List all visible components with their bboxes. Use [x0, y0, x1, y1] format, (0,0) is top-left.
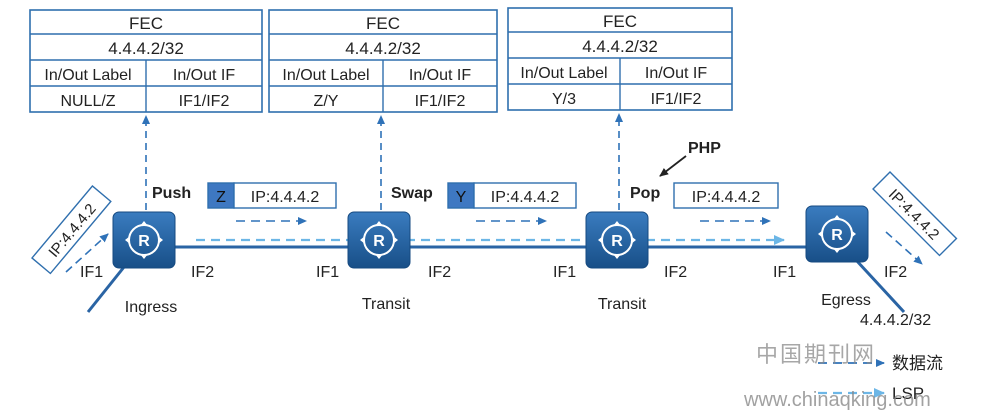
if-header: In/Out IF	[173, 67, 235, 84]
legend-lsp-label: LSP	[892, 384, 924, 403]
label-header: In/Out Label	[44, 67, 131, 84]
fec-value: 4.4.4.2/32	[108, 39, 184, 58]
if-header: In/Out IF	[409, 67, 471, 84]
packet-ip: IP:4.4.4.2	[692, 189, 761, 206]
router-icon: R	[138, 233, 150, 250]
if-value: IF1/IF2	[179, 93, 230, 110]
watermark-url: www.chinaqking.com	[743, 389, 931, 411]
egress-if-in: IF1	[773, 264, 796, 281]
fec-value: 4.4.4.2/32	[345, 39, 421, 58]
label-header: In/Out Label	[520, 65, 607, 82]
router-egress[interactable]: R	[805, 205, 869, 263]
packet-label: Z	[216, 189, 226, 206]
router-name-ingress: Ingress	[125, 299, 177, 316]
fec-header: FEC	[129, 14, 163, 33]
label-value: Y/3	[552, 91, 576, 108]
packet-ingress-in: IP:4.4.4.2	[31, 185, 112, 275]
packet-egress-out: IP:4.4.4.2	[872, 171, 958, 257]
router-transit-2[interactable]: R	[585, 211, 649, 269]
egress-if-out: IF2	[884, 264, 907, 281]
watermark-cn: 中国期刊网	[756, 342, 876, 367]
router-icon: R	[611, 233, 623, 250]
op-pop: Pop	[630, 185, 660, 202]
router-icon: R	[373, 233, 385, 250]
router-name-transit-2: Transit	[598, 296, 647, 313]
ingress-if-out: IF2	[191, 264, 214, 281]
packet-link-1: Z IP:4.4.4.2	[207, 182, 337, 209]
op-push: Push	[152, 185, 191, 202]
packet-ip: IP:4.4.4.2	[251, 189, 320, 206]
egress-prefix: 4.4.4.2/32	[860, 312, 931, 329]
label-header: In/Out Label	[282, 67, 369, 84]
ingress-if-in: IF1	[80, 264, 103, 281]
op-swap: Swap	[391, 185, 433, 202]
php-label: PHP	[688, 140, 721, 157]
label-value: Z/Y	[314, 93, 339, 110]
flow-arrow-egress-out	[885, 231, 923, 265]
php-pointer-arrow	[659, 155, 687, 177]
flow-arrow-ingress-in	[65, 233, 109, 273]
router-name-transit-1: Transit	[362, 296, 411, 313]
fec-value: 4.4.4.2/32	[582, 37, 658, 56]
transit1-if-out: IF2	[428, 264, 451, 281]
egress-downlink	[854, 258, 906, 314]
packet-link-3: IP:4.4.4.2	[673, 182, 779, 209]
fec-table-3: FEC 4.4.4.2/32 In/Out Label In/Out IF Y/…	[507, 7, 733, 111]
packet-label: Y	[456, 189, 467, 206]
if-header: In/Out IF	[645, 65, 707, 82]
if-value: IF1/IF2	[415, 93, 466, 110]
packet-ip: IP:4.4.4.2	[491, 189, 560, 206]
fec-header: FEC	[603, 12, 637, 31]
legend-data-flow-label: 数据流	[892, 354, 943, 373]
transit1-if-in: IF1	[316, 264, 339, 281]
fec-table-1: FEC 4.4.4.2/32 In/Out Label In/Out IF NU…	[29, 9, 263, 113]
transit2-if-out: IF2	[664, 264, 687, 281]
packet-ip: IP:4.4.4.2	[885, 186, 942, 243]
router-ingress[interactable]: R	[112, 211, 176, 269]
fec-table-2: FEC 4.4.4.2/32 In/Out Label In/Out IF Z/…	[268, 9, 498, 113]
transit2-if-in: IF1	[553, 264, 576, 281]
ingress-uplink	[86, 261, 130, 313]
packet-link-2: Y IP:4.4.4.2	[447, 182, 577, 209]
fec-header: FEC	[366, 14, 400, 33]
router-name-egress: Egress	[821, 292, 871, 309]
router-icon: R	[831, 227, 843, 244]
label-value: NULL/Z	[60, 93, 115, 110]
if-value: IF1/IF2	[651, 91, 702, 108]
router-transit-1[interactable]: R	[347, 211, 411, 269]
